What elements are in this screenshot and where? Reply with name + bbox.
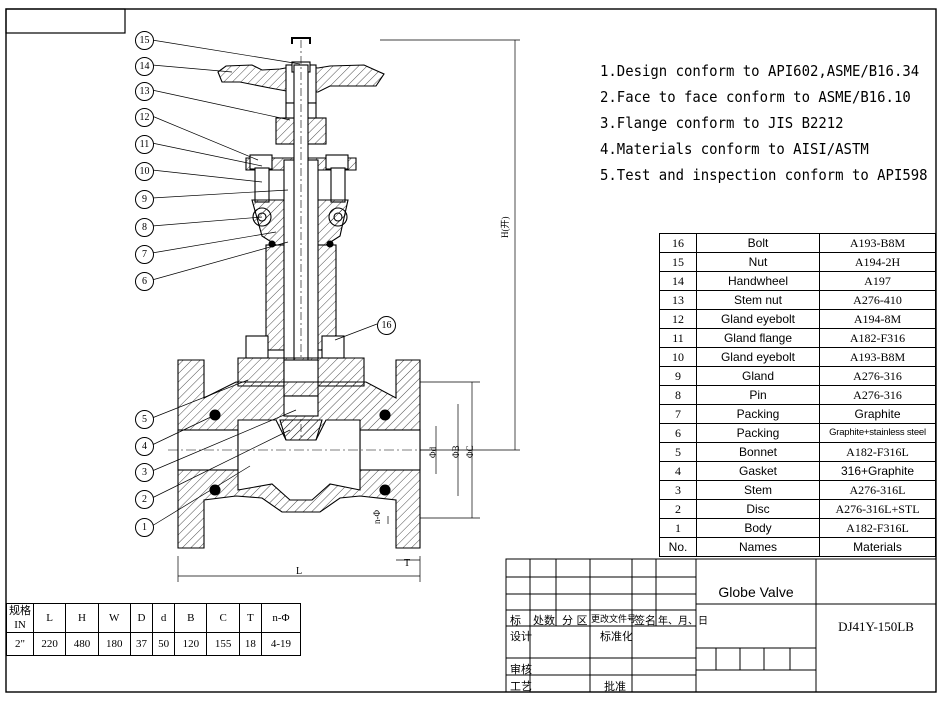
callout-bubble: 12 [135, 108, 154, 127]
callout-bubble: 3 [135, 463, 154, 482]
tb-process: 工艺 [510, 680, 532, 693]
note-line: 4.Materials conform to AISI/ASTM [600, 140, 869, 158]
title-block-grid [505, 558, 937, 693]
dim-label-n: n-Φ [372, 509, 382, 524]
tb-design: 设计 [510, 630, 532, 643]
tb-doc: 更改文件号 [591, 615, 637, 625]
callout-bubble: 7 [135, 245, 154, 264]
callout-leaders [151, 39, 378, 527]
callout-bubble: 4 [135, 437, 154, 456]
product-name: Globe Valve [718, 584, 794, 600]
dims-value-row: 2" 220 480 180 37 50 120 155 18 4-19 [6, 632, 302, 656]
tb-mark: 标 [510, 614, 521, 627]
dim-label-t: T [404, 558, 411, 569]
callout-bubble: 11 [135, 135, 154, 154]
note-line: 2.Face to face conform to ASME/B16.10 [600, 88, 911, 106]
dim-label-l: L [296, 566, 303, 577]
tb-sign: 签名 [634, 614, 656, 627]
callout-bubble: 13 [135, 82, 154, 101]
dim-label-h: H(开) [500, 216, 510, 239]
tb-review: 审核 [510, 663, 532, 676]
tb-date: 年、月、日 [658, 616, 708, 627]
tb-zone: 分 区 [562, 614, 588, 627]
dim-label-b: ΦB [451, 445, 461, 458]
callout-bubble: 9 [135, 190, 154, 209]
callout-bubble: 15 [135, 31, 154, 50]
tb-approve: 批准 [604, 680, 626, 693]
dim-label-d: Φd [428, 446, 438, 458]
callout-bubble: 16 [377, 316, 396, 335]
callout-bubble: 8 [135, 218, 154, 237]
callout-bubble: 6 [135, 272, 154, 291]
tb-std: 标准化 [600, 630, 633, 643]
dimension-lines [177, 39, 520, 582]
callout-bubble: 2 [135, 490, 154, 509]
callout-bubble: 10 [135, 162, 154, 181]
model-number: DJ41Y-150LB [838, 619, 914, 634]
callout-bubble: 14 [135, 57, 154, 76]
dim-label-c: ΦC [465, 445, 475, 458]
callout-bubble: 1 [135, 518, 154, 537]
note-line: 1.Design conform to API602,ASME/B16.34 [600, 62, 920, 80]
tb-count: 处数 [533, 614, 555, 627]
valve-section-drawing [168, 37, 430, 549]
note-line: 3.Flange conform to JIS B2212 [600, 114, 844, 132]
note-line: 5.Test and inspection conform to API598 [600, 166, 928, 184]
callout-bubble: 5 [135, 410, 154, 429]
